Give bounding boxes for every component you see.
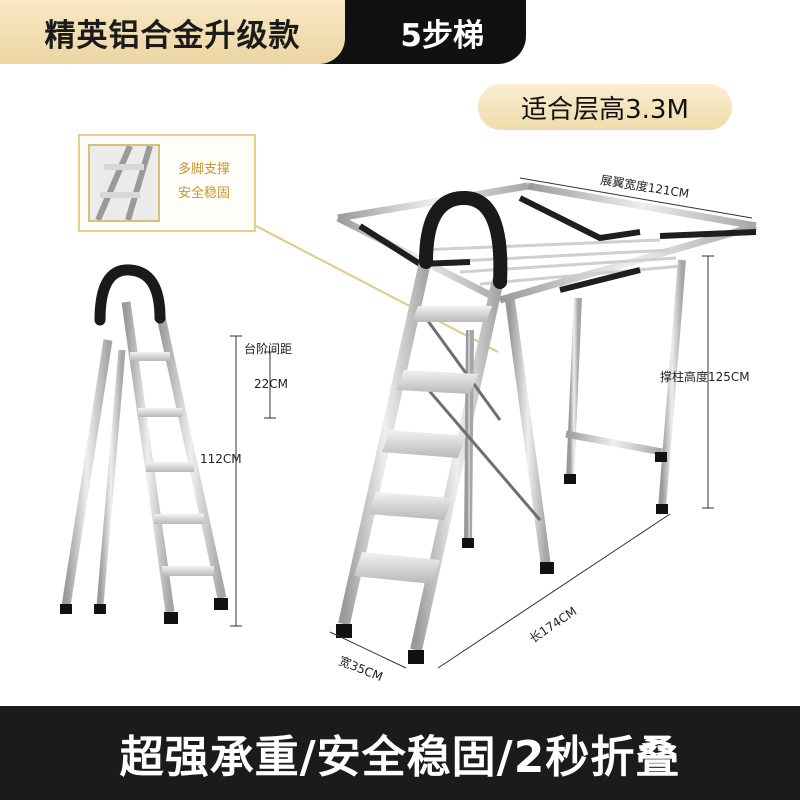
- callout-line-1: 多脚支撑: [178, 162, 231, 177]
- pole-height-label: 撑柱高度125CM: [660, 370, 750, 384]
- rack-dimension-lines: [329, 177, 753, 669]
- slogan-text: 超强承重/安全稳固/2秒折叠: [119, 732, 681, 783]
- ceiling-height-badge: 适合层高3.3M: [478, 84, 732, 130]
- drying-rack: [336, 182, 757, 514]
- ceiling-height-text: 适合层高3.3M: [521, 94, 689, 125]
- callout-line-2: 安全稳固: [178, 186, 231, 201]
- step-spacing-value: 22CM: [254, 377, 289, 391]
- slogan-bar: 超强承重/安全稳固/2秒折叠: [0, 706, 800, 800]
- ladder-height-label: 112CM: [200, 452, 242, 466]
- callout-text: 多脚支撑 安全稳固: [178, 158, 254, 206]
- step-spacing-label: 台阶间距: [244, 342, 293, 356]
- stability-callout: 多脚支撑 安全稳固: [78, 134, 256, 232]
- leg-detail-drawing: [95, 146, 153, 220]
- leg-detail-thumbnail: [88, 144, 160, 222]
- callout-leader: [255, 225, 499, 353]
- step-badge-banner: 5步梯: [318, 0, 526, 64]
- main-ladder: [336, 191, 554, 664]
- product-title-banner: 精英铝合金升级款: [0, 0, 345, 64]
- left-dimension-lines: [230, 335, 276, 627]
- folded-ladder: [60, 264, 228, 624]
- product-title: 精英铝合金升级款: [44, 17, 301, 54]
- step-badge: 5步梯: [400, 17, 484, 54]
